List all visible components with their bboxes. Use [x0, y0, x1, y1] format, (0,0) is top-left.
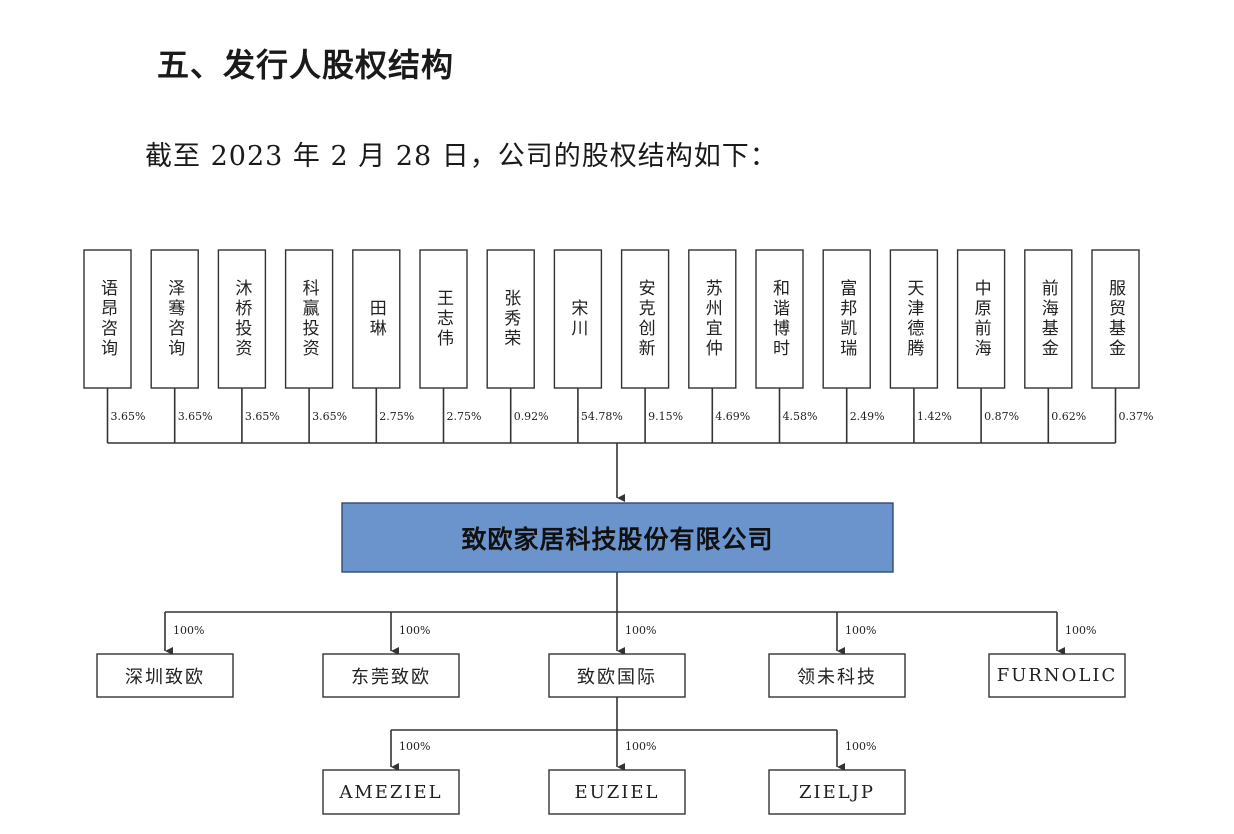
shareholder-percentage: 2.75%: [379, 410, 415, 423]
shareholder-box: [822, 249, 871, 389]
shareholder-percentage: 4.69%: [715, 410, 751, 423]
shareholder-name: 张秀荣: [500, 289, 521, 349]
section-heading: 五、发行人股权结构: [157, 46, 455, 84]
subsidiary-percentage: 100%: [625, 624, 657, 637]
shareholder-name: 中原前海: [970, 279, 991, 359]
international-subsidiary-percentage: 100%: [845, 740, 877, 753]
shareholder-box: [620, 249, 670, 389]
shareholder-box: [486, 249, 535, 389]
international-subsidiary-percentage: 100%: [625, 740, 657, 753]
shareholder-box: [284, 249, 334, 389]
shareholder-box: [1024, 249, 1073, 389]
shareholder-box: [352, 249, 401, 389]
international-subsidiary-name: AMEZIEL: [339, 781, 443, 803]
shareholder-percentage: 4.58%: [782, 410, 818, 423]
subsidiary-name: FURNOLIC: [996, 665, 1118, 686]
shareholder-box: [1091, 249, 1140, 389]
shareholder-box: [217, 249, 267, 389]
shareholder-name: 服贸基金: [1105, 279, 1125, 359]
shareholder-box: [419, 249, 468, 389]
shareholder-name: 田琳: [365, 299, 386, 339]
subsidiary-name: 致欧国际: [577, 666, 657, 688]
shareholder-percentage: 1.42%: [916, 410, 952, 423]
shareholder-percentage: 2.49%: [849, 410, 885, 423]
shareholder-box: [755, 249, 804, 389]
shareholder-name: 语昂咨询: [97, 279, 117, 359]
subsidiary-percentage: 100%: [845, 624, 877, 637]
shareholder-box: [956, 249, 1006, 389]
subsidiary-box: [548, 653, 686, 698]
shareholder-box: [688, 249, 737, 389]
shareholder-percentage: 9.15%: [648, 410, 684, 423]
shareholder-percentage: 0.92%: [513, 410, 549, 423]
shareholder-percentage: 3.65%: [177, 410, 213, 423]
shareholder-name: 沐桥投资: [231, 279, 252, 359]
shareholder-percentage: 3.65%: [312, 410, 348, 423]
shareholder-percentage: 2.75%: [446, 410, 482, 423]
subsidiary-name: 领未科技: [797, 666, 877, 688]
shareholder-percentage: 3.65%: [110, 410, 146, 423]
subsidiary-percentage: 100%: [173, 624, 205, 637]
international-subsidiary-name: ZIELJP: [798, 781, 876, 803]
shareholder-name: 科赢投资: [298, 279, 319, 359]
subsidiary-percentage: 100%: [399, 624, 431, 637]
shareholder-percentage: 0.37%: [1118, 410, 1154, 423]
international-subsidiary-box: [548, 769, 686, 815]
company-name: 致欧家居科技股份有限公司: [461, 524, 774, 554]
shareholder-percentage: 54.78%: [580, 410, 623, 423]
international-subsidiary-percentage: 100%: [399, 740, 431, 753]
shareholder-name: 富邦凯瑞: [836, 279, 857, 359]
subsidiary-box: [768, 653, 906, 698]
shareholder-name: 天津德腾: [903, 279, 924, 359]
shareholder-percentage: 3.65%: [244, 410, 280, 423]
shareholder-name: 王志伟: [433, 289, 453, 349]
subsidiary-box: [988, 653, 1126, 698]
subsidiary-box: [96, 653, 234, 698]
shareholder-name: 和谐博时: [769, 279, 789, 359]
subsidiary-name: 东莞致欧: [351, 666, 431, 688]
international-subsidiary-name: EUZIEL: [574, 781, 660, 803]
subsidiary-name: 深圳致欧: [125, 666, 205, 688]
international-subsidiary-box: [768, 769, 906, 815]
subsidiary-percentage: 100%: [1065, 624, 1097, 637]
shareholder-name: 泽骞咨询: [164, 279, 185, 359]
shareholder-percentage: 0.87%: [984, 410, 1020, 423]
intro-text: 截至 2023 年 2 月 28 日，公司的股权结构如下：: [145, 141, 778, 172]
shareholder-box: [889, 249, 939, 389]
company-box: [341, 502, 894, 573]
shareholder-box: [553, 249, 603, 389]
subsidiary-box: [322, 653, 460, 698]
shareholder-name: 宋川: [567, 299, 588, 339]
shareholder-box: [83, 249, 132, 389]
shareholder-name: 苏州宜仲: [701, 279, 722, 359]
international-subsidiary-box: [322, 769, 460, 815]
shareholder-name: 前海基金: [1037, 279, 1058, 359]
shareholder-name: 安克创新: [634, 279, 655, 359]
shareholder-box: [150, 249, 199, 389]
shareholder-percentage: 0.62%: [1051, 410, 1087, 423]
